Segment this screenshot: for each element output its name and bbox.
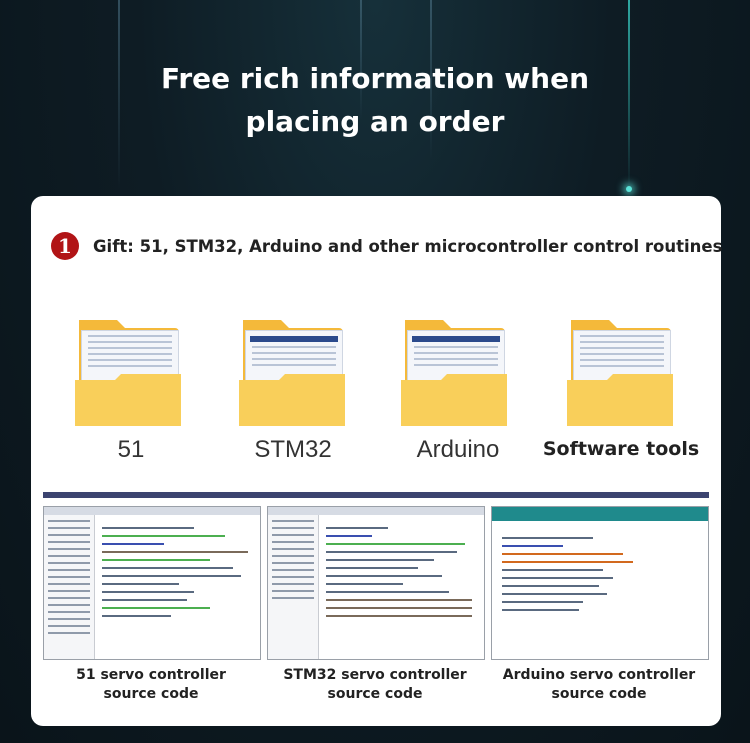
folder-software-tools[interactable]: [567, 316, 677, 428]
title-line-2: placing an order: [245, 105, 505, 138]
caption-line: 51 servo controller: [76, 667, 226, 683]
number-badge: 1: [51, 232, 79, 260]
caption-line: Arduino servo controller: [502, 667, 696, 683]
content-card: 1 Gift: 51, STM32, Arduino and other mic…: [31, 196, 722, 726]
folder-label-software-tools: Software tools: [542, 438, 700, 460]
caption-arduino: Arduino servo controller source code: [491, 666, 707, 704]
folder-front: [239, 374, 345, 426]
folder-stm32[interactable]: [239, 316, 349, 428]
background-streak: [118, 0, 120, 190]
caption-line: source code: [103, 686, 199, 702]
section-divider: [43, 492, 709, 498]
folder-front: [567, 374, 673, 426]
code-screenshot-51: [43, 506, 261, 660]
gift-row: 1 Gift: 51, STM32, Arduino and other mic…: [51, 232, 722, 260]
folder-label-51: 51: [117, 436, 145, 463]
code-screenshot-arduino: [491, 506, 709, 660]
caption-line: source code: [327, 686, 423, 702]
caption-line: STM32 servo controller: [283, 667, 467, 683]
caption-line: source code: [551, 686, 647, 702]
title-line-1: Free rich information when: [160, 62, 589, 95]
background-streak: [430, 0, 432, 160]
folder-51[interactable]: [75, 316, 185, 428]
folder-label-stm32: STM32: [254, 436, 332, 463]
folder-arduino[interactable]: [401, 316, 511, 428]
code-screenshot-stm32: [267, 506, 485, 660]
glow-dot: [626, 186, 632, 192]
caption-51: 51 servo controller source code: [43, 666, 259, 704]
folder-front: [75, 374, 181, 426]
folder-front: [401, 374, 507, 426]
gift-text: Gift: 51, STM32, Arduino and other micro…: [93, 236, 723, 256]
caption-stm32: STM32 servo controller source code: [267, 666, 483, 704]
folder-label-arduino: Arduino: [416, 436, 500, 463]
background-streak: [360, 0, 362, 120]
page-title: Free rich information when placing an or…: [0, 57, 750, 143]
background-streak: [628, 0, 630, 190]
